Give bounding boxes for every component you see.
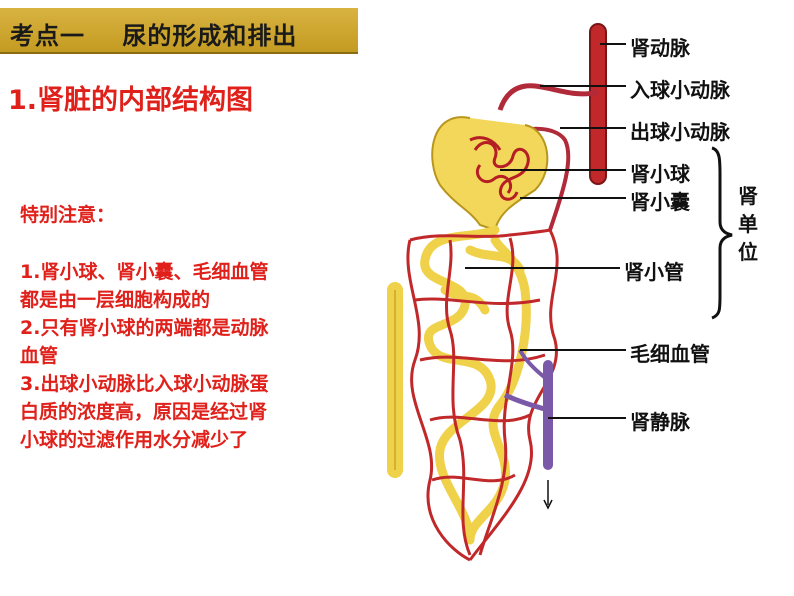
label-capillaries: 毛细血管 <box>630 342 710 366</box>
label-nephron-3: 位 <box>738 240 758 264</box>
label-renal-tubule: 肾小管 <box>624 260 684 284</box>
bowman-capsule-shape <box>431 116 549 232</box>
label-afferent-arteriole: 入球小动脉 <box>630 78 730 102</box>
note-line: 2.只有肾小球的两端都是动脉 <box>20 317 269 339</box>
page-title: 考点一 尿的形成和排出 <box>10 22 298 50</box>
label-renal-artery: 肾动脉 <box>630 36 690 60</box>
capillary-network-shape <box>406 228 559 562</box>
afferent-arteriole-shape <box>497 83 599 111</box>
note-line: 血管 <box>20 345 59 367</box>
renal-artery-shape <box>589 23 607 185</box>
note-line: 白质的浓度高，原因是经过肾 <box>20 401 268 423</box>
glomerulus-shape <box>469 136 530 201</box>
notes-heading: 特别注意： <box>20 204 116 226</box>
notes-block: 1.肾小球、肾小囊、毛细血管 都是由一层细胞构成的 2.只有肾小球的两端都是动脉… <box>20 258 370 454</box>
label-efferent-arteriole: 出球小动脉 <box>630 120 730 144</box>
label-nephron-1: 肾 <box>738 184 758 208</box>
label-nephron-2: 单 <box>738 212 758 236</box>
note-line: 小球的过滤作用水分减少了 <box>20 429 249 451</box>
label-bowman-capsule: 肾小囊 <box>630 190 690 214</box>
title-bar: 考点一 尿的形成和排出 <box>0 8 358 54</box>
renal-vein-shape <box>503 349 553 470</box>
label-renal-vein: 肾静脉 <box>630 410 690 434</box>
diagram-subtitle: 1.肾脏的内部结构图 <box>8 85 254 116</box>
label-glomerulus: 肾小球 <box>630 162 690 186</box>
nephron-brace-shape <box>711 146 733 320</box>
note-line: 3.出球小动脉比入球小动脉蛋 <box>20 373 269 395</box>
label-leader-lines <box>465 43 626 419</box>
note-line: 都是由一层细胞构成的 <box>20 289 211 311</box>
note-line: 1.肾小球、肾小囊、毛细血管 <box>20 261 269 283</box>
